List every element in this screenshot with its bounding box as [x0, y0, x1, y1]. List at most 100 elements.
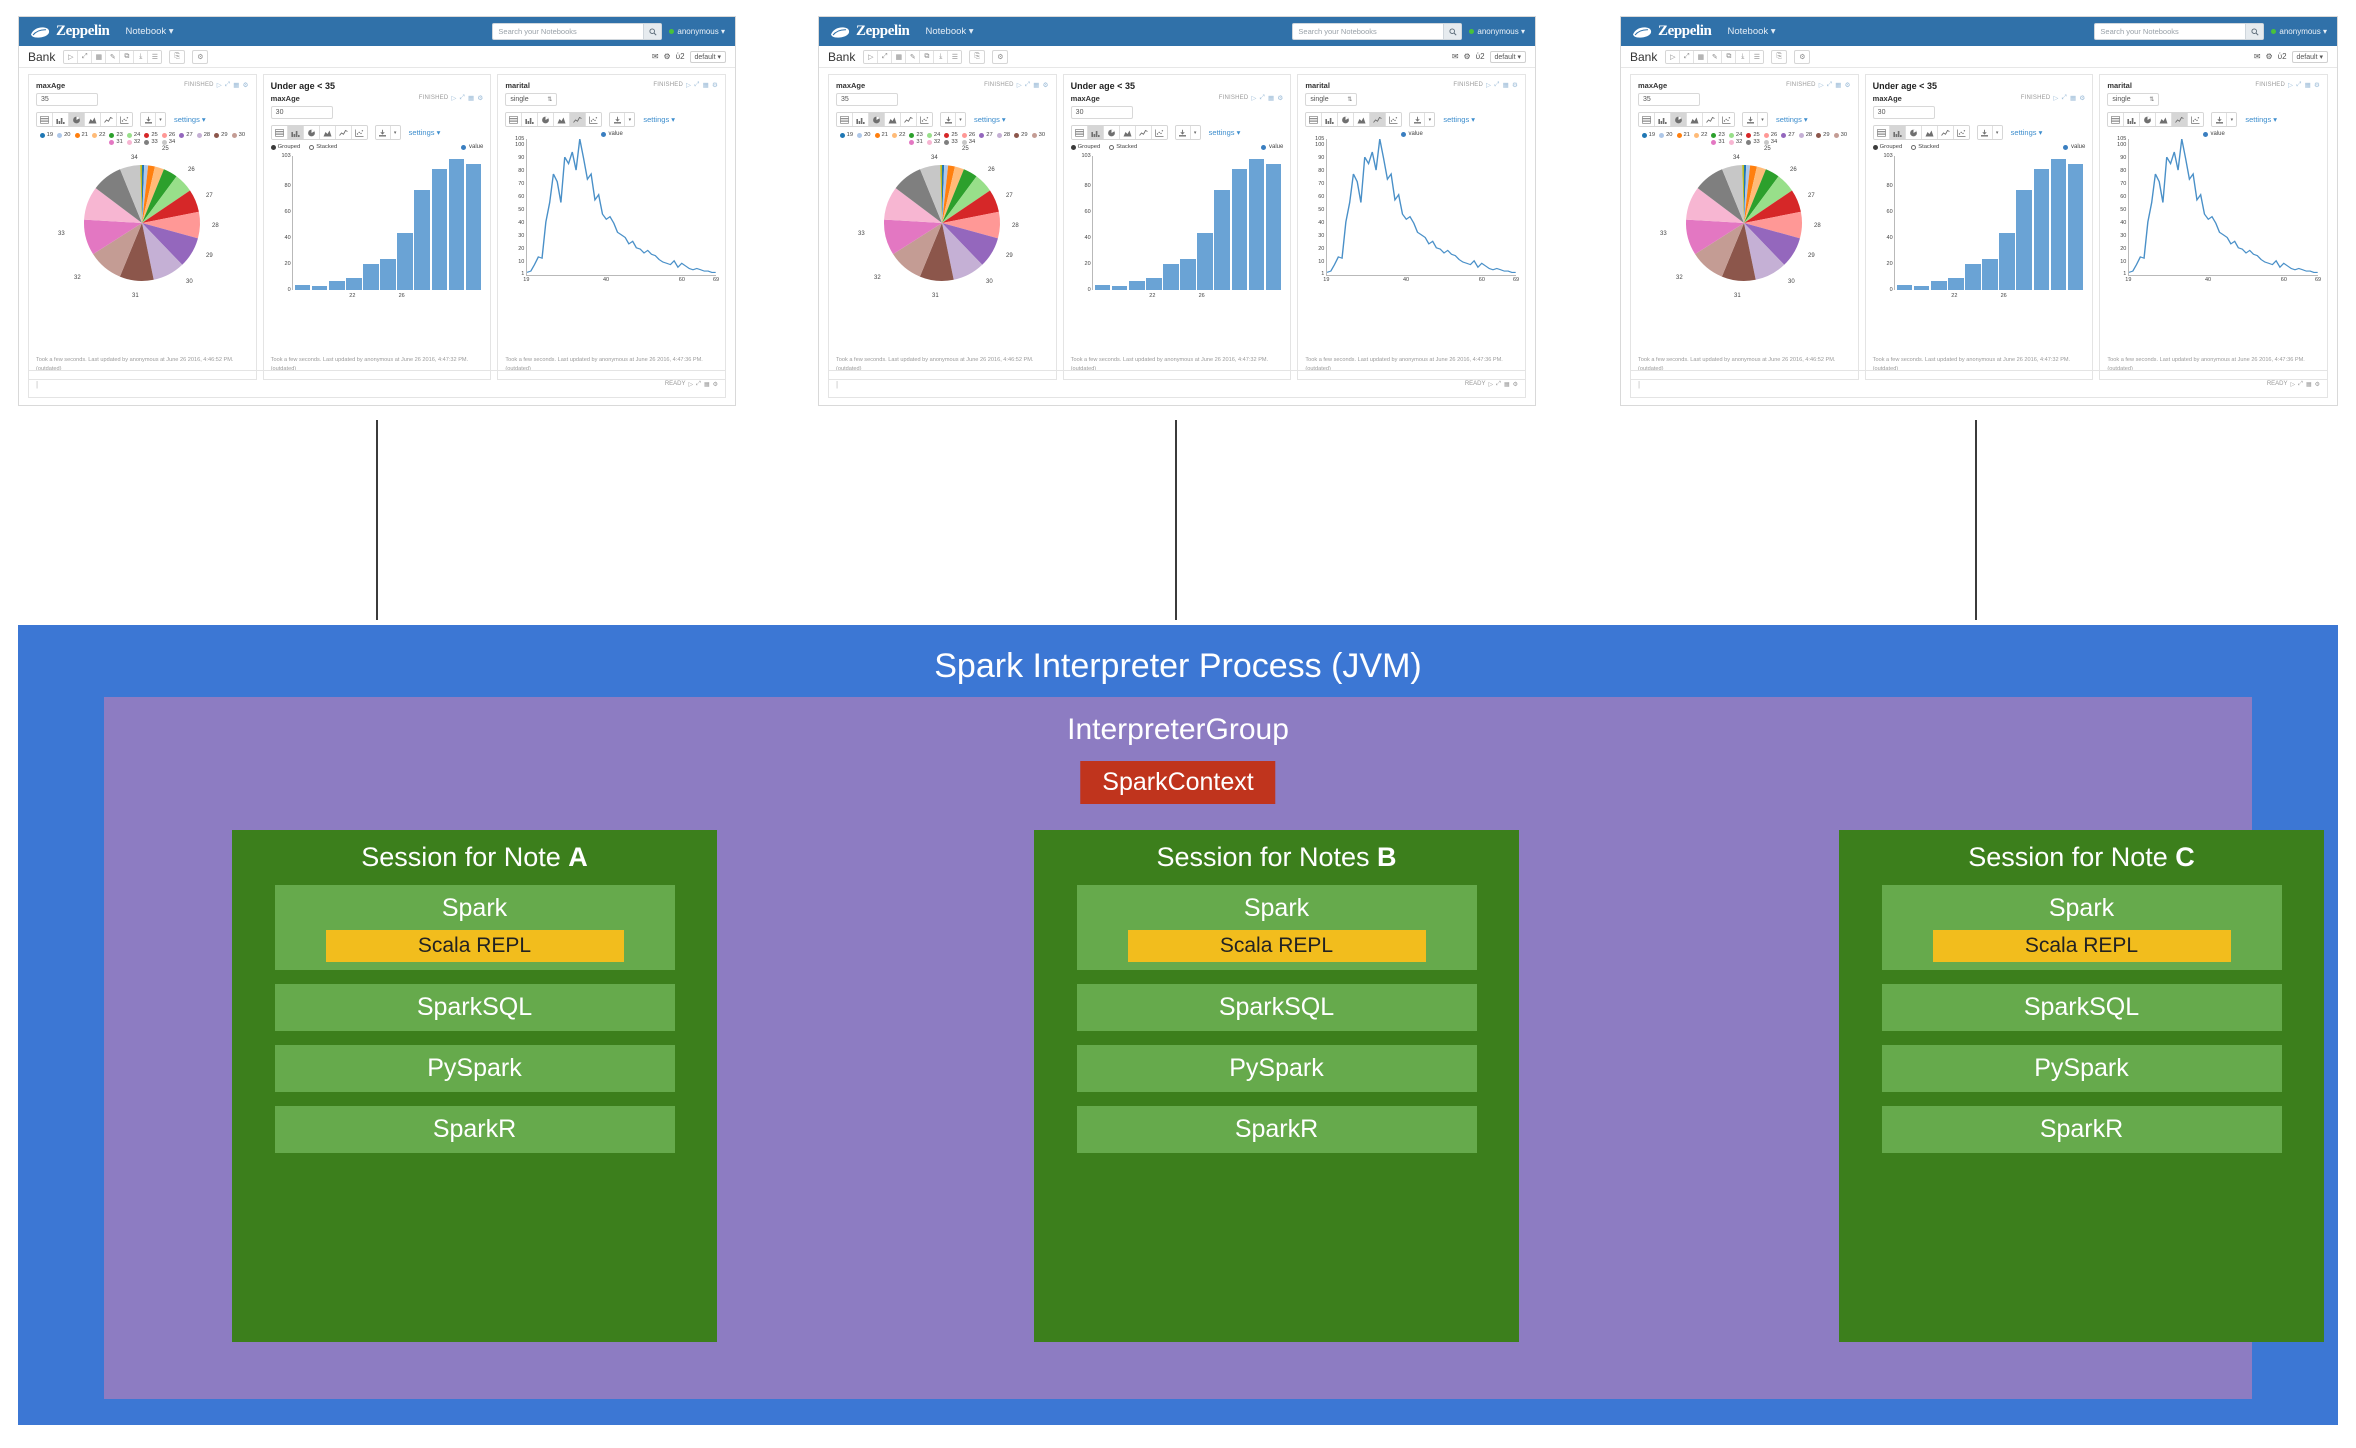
chevron-down-icon-1[interactable]: ▾ — [1991, 126, 2002, 139]
legend-item-28[interactable]: 28 — [196, 132, 210, 138]
paragraph-icon-2-2[interactable]: ▦ — [2304, 82, 2311, 89]
bar-20[interactable] — [311, 286, 328, 290]
legend-grouped[interactable]: Grouped — [1872, 144, 1902, 150]
viz-table-button-2[interactable] — [506, 113, 523, 126]
legend-item-20[interactable]: 20 — [857, 132, 871, 138]
settings-link-2[interactable]: settings ▾ — [2245, 115, 2278, 124]
paragraph-icon-0-3[interactable]: ⚙ — [1844, 82, 1851, 89]
settings-link-1[interactable]: settings ▾ — [2010, 128, 2043, 137]
legend-item-33[interactable]: 33 — [944, 139, 958, 145]
legend-item-29[interactable]: 29 — [1014, 132, 1028, 138]
viz-area-button-1[interactable] — [319, 126, 336, 139]
footer-icon-0[interactable]: ▷ — [2290, 381, 2296, 388]
chevron-down-icon-2[interactable]: ▾ — [1424, 113, 1435, 126]
viz-line-button-1[interactable] — [1937, 126, 1954, 139]
viz-type-group-2[interactable] — [505, 112, 603, 127]
bar-20[interactable] — [1913, 286, 1930, 290]
bar-27[interactable] — [2033, 169, 2050, 290]
paragraph-icon-2-0[interactable]: ▷ — [2288, 82, 2294, 89]
legend-stacked[interactable]: Stacked — [1911, 144, 1939, 150]
viz-scatter-button-0[interactable] — [117, 113, 132, 126]
bar-29[interactable] — [1265, 163, 1282, 290]
footer-icon-2[interactable]: ▦ — [2305, 381, 2312, 388]
chevron-down-icon-2[interactable]: ▾ — [2226, 113, 2237, 126]
footer-icon-3[interactable]: ⚙ — [1512, 381, 1518, 388]
search-icon[interactable] — [2245, 24, 2264, 39]
viz-area-button-0[interactable] — [885, 113, 901, 126]
viz-line-button-1[interactable] — [335, 126, 352, 139]
param-select-2[interactable]: single⇅ — [505, 93, 558, 106]
viz-pie-button-0[interactable] — [69, 113, 85, 126]
note-action-2[interactable]: ▦ — [1694, 50, 1709, 63]
clipboard-icon[interactable]: ⎘ — [169, 49, 186, 64]
footer-icon-2[interactable]: ▦ — [1503, 381, 1510, 388]
legend-item-19[interactable]: 19 — [1641, 132, 1655, 138]
paragraph-icon-2-1[interactable]: ⤢ — [1494, 81, 1500, 88]
legend-stacked[interactable]: Stacked — [309, 144, 337, 150]
paragraph-icon-0-0[interactable]: ▷ — [1016, 82, 1022, 89]
viz-area-button-2[interactable] — [554, 113, 571, 126]
param-select-2[interactable]: single⇅ — [2107, 93, 2160, 106]
gear-icon[interactable]: ⚙ — [2265, 52, 2273, 61]
viz-type-group-1[interactable] — [270, 125, 368, 140]
note-action-2[interactable]: ▦ — [92, 50, 107, 63]
legend-item-32[interactable]: 32 — [126, 139, 140, 145]
viz-scatter-button-1[interactable] — [351, 126, 367, 139]
paragraph-icon-2-3[interactable]: ⚙ — [711, 82, 719, 89]
bar-25[interactable] — [397, 232, 413, 290]
viz-area-button-0[interactable] — [85, 113, 101, 126]
viz-table-button-1[interactable] — [271, 126, 288, 139]
note-action-6[interactable]: ☰ — [1750, 50, 1764, 63]
paragraph-icon-1-0[interactable]: ▷ — [1251, 95, 1257, 102]
legend-item-24[interactable]: 24 — [926, 132, 940, 138]
bar-24[interactable] — [1180, 258, 1196, 290]
footer-icon-0[interactable]: ▷ — [1488, 381, 1494, 388]
paragraph-icon-2-1[interactable]: ⤢ — [694, 81, 700, 88]
search-input[interactable]: Search your Notebooks — [1292, 23, 1463, 40]
legend-item-28[interactable]: 28 — [1798, 132, 1812, 138]
legend-item-23[interactable]: 23 — [109, 132, 123, 138]
bar-20[interactable] — [1111, 286, 1128, 290]
bar-19[interactable] — [1094, 284, 1111, 290]
paragraph-icon-1-1[interactable]: ⤢ — [459, 94, 465, 101]
viz-pie-button-2[interactable] — [538, 113, 555, 126]
user-menu[interactable]: anonymous ▾ — [1469, 27, 1525, 36]
menu-notebook[interactable]: Notebook ▾ — [925, 26, 974, 37]
viz-type-group-1[interactable] — [1070, 125, 1168, 140]
note-action-4[interactable]: ⧉ — [120, 50, 135, 63]
note-action-1[interactable]: ⤢ — [1680, 50, 1695, 63]
legend-item-21[interactable]: 21 — [874, 132, 888, 138]
note-action-0[interactable]: ▷ — [864, 50, 879, 63]
bar-29[interactable] — [465, 163, 482, 290]
legend-item-30[interactable]: 30 — [1031, 132, 1045, 138]
legend-item-30[interactable]: 30 — [1833, 132, 1847, 138]
download-icon-1[interactable] — [375, 126, 390, 139]
legend-item-34[interactable]: 34 — [961, 139, 975, 145]
paragraph-icon-1-0[interactable]: ▷ — [451, 95, 457, 102]
settings-link-0[interactable]: settings ▾ — [1776, 115, 1808, 124]
paragraph-icon-1-3[interactable]: ⚙ — [1277, 95, 1284, 102]
param-input-0[interactable]: 35 — [36, 93, 98, 106]
download-icon-1[interactable] — [1977, 126, 1992, 139]
download-icon-2[interactable] — [610, 113, 625, 126]
footer-icon-1[interactable]: ⤢ — [696, 380, 701, 387]
bar-28[interactable] — [448, 158, 465, 290]
bar-25[interactable] — [1999, 232, 2015, 290]
lock-icon[interactable]: ὑ2 — [675, 52, 685, 61]
chevron-down-icon-1[interactable]: ▾ — [1189, 126, 1200, 139]
note-action-6[interactable]: ☰ — [148, 50, 162, 63]
paragraph-icon-0-0[interactable]: ▷ — [216, 82, 222, 89]
mail-icon[interactable]: ✉ — [651, 52, 659, 61]
viz-area-button-2[interactable] — [2156, 113, 2173, 126]
paragraph-icon-2-1[interactable]: ⤢ — [2296, 81, 2302, 88]
legend-item-26[interactable]: 26 — [1763, 132, 1777, 138]
viz-area-button-1[interactable] — [1921, 126, 1938, 139]
note-action-5[interactable]: ⤓ — [1736, 50, 1751, 63]
viz-line-button-0[interactable] — [101, 113, 117, 126]
viz-line-button-0[interactable] — [901, 113, 917, 126]
settings-link-2[interactable]: settings ▾ — [1443, 115, 1476, 124]
note-action-toolbar[interactable]: ▷⤢▦✎⧉⤓☰ — [63, 49, 163, 64]
clipboard-icon[interactable]: ⎘ — [969, 49, 986, 64]
legend-item-31[interactable]: 31 — [109, 139, 123, 145]
viz-pie-button-1[interactable] — [303, 126, 320, 139]
